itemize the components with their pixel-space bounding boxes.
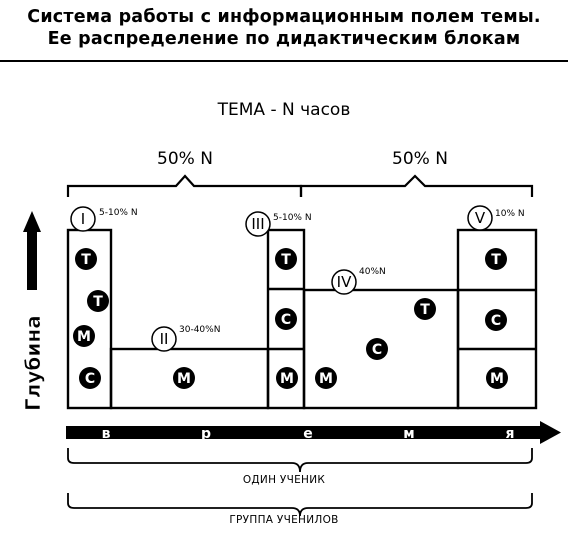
roman-circle-4 <box>331 269 357 295</box>
one-student-brace <box>67 448 533 473</box>
block-1 <box>66 228 113 410</box>
percent-label-2: 30-40%N <box>179 325 220 335</box>
block-5-letter-2: С <box>491 313 501 329</box>
time-arrow-shaft <box>66 426 544 439</box>
roman-circle-3 <box>245 211 271 237</box>
block-4-letter-1: Т <box>420 302 430 318</box>
time-letter-1: в <box>102 426 111 442</box>
right-half-label: 50% N <box>392 149 448 169</box>
block-1-letter-3: М <box>77 329 91 345</box>
time-arrow-head <box>540 421 561 444</box>
time-letter-4: м <box>403 426 414 442</box>
roman-numeral-5: V <box>475 209 486 227</box>
block-5-letter-1: Т <box>491 252 501 268</box>
right-half-brace <box>299 174 534 197</box>
group-brace <box>67 493 533 517</box>
topic-label: ТЕМА - N часов <box>217 100 351 120</box>
percent-label-1: 5-10% N <box>99 208 138 218</box>
roman-circle-5 <box>467 205 493 231</box>
roman-circle-2 <box>151 326 177 352</box>
title-underline <box>0 60 568 62</box>
depth-arrow-head <box>23 211 41 232</box>
time-letter-3: е <box>303 426 313 442</box>
block-1-letter-1: Т <box>81 252 91 268</box>
diagram-title-line-1: Система работы с информационным полем те… <box>27 7 541 27</box>
depth-arrow-shaft <box>27 230 37 290</box>
left-half-brace <box>66 174 303 197</box>
time-letter-2: р <box>201 426 211 442</box>
block-5-letter-3: М <box>490 371 504 387</box>
block-2-letter-1: М <box>177 371 191 387</box>
block-3-letter-2: С <box>281 312 291 328</box>
percent-label-3: 5-10% N <box>273 213 312 223</box>
roman-numeral-4: IV <box>337 273 352 291</box>
time-letter-5: я <box>506 426 515 442</box>
roman-circle-1 <box>70 206 96 232</box>
depth-label: Глубина <box>21 315 45 411</box>
block-3-letter-3: М <box>280 371 294 387</box>
block-4-letter-2: С <box>372 342 382 358</box>
one-student-label: ОДИН УЧЕНИК <box>242 474 326 486</box>
roman-numeral-1: I <box>81 210 85 228</box>
group-label: ГРУППА УЧЕНИЛОВ <box>229 514 339 526</box>
block-3-letter-1: Т <box>281 252 291 268</box>
percent-label-5: 10% N <box>495 209 525 219</box>
roman-numeral-2: II <box>160 330 169 348</box>
roman-numeral-3: III <box>251 215 264 233</box>
diagram-title-line-2: Ее распределение по дидактическим блокам <box>47 29 521 49</box>
block-1-letter-2: Т <box>93 294 103 310</box>
percent-label-4: 40%N <box>359 267 386 277</box>
block-4-letter-3: М <box>319 371 333 387</box>
left-half-label: 50% N <box>157 149 213 169</box>
block-5 <box>456 228 538 410</box>
block-1-letter-4: С <box>85 371 95 387</box>
